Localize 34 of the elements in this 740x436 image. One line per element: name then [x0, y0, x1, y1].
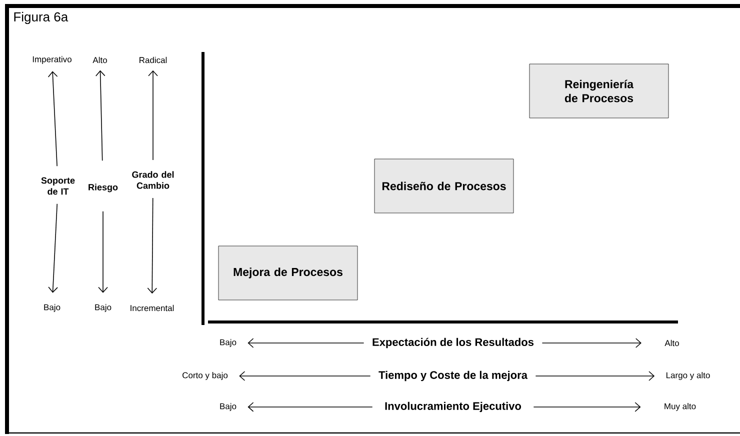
- axis-label: Grado del Cambio: [132, 171, 174, 189]
- scale-label: Alto: [664, 340, 679, 346]
- process-box: Rediseño de Procesos: [374, 158, 514, 214]
- arrow: [533, 402, 641, 412]
- scale-label: Bajo: [95, 304, 112, 312]
- axis-label: Tiempo y Coste de la mejora: [378, 370, 528, 382]
- arrow: [248, 338, 364, 348]
- scale-label: Imperativo: [32, 56, 72, 64]
- axis-label: Involucramiento Ejecutivo: [385, 402, 522, 412]
- arrow: [542, 338, 642, 348]
- scale-label: Largo y alto: [666, 372, 710, 380]
- scale-label: Corto y bajo: [182, 372, 228, 380]
- scale-label: Bajo: [220, 403, 236, 411]
- title: Figura 6a: [14, 12, 68, 24]
- arrow: [48, 203, 58, 293]
- arrow: [535, 371, 655, 381]
- axis-label: Soporte de IT: [41, 177, 75, 195]
- scale-label: Bajo: [220, 339, 236, 347]
- scale-label: Muy alto: [664, 403, 696, 411]
- scale-label: Alto: [92, 56, 107, 64]
- arrow: [48, 71, 58, 167]
- process-box: Mejora de Procesos: [218, 246, 358, 300]
- scale-label: Incremental: [130, 304, 174, 312]
- arrow: [248, 402, 373, 412]
- arrow: [239, 371, 371, 381]
- axis-label: Riesgo: [88, 184, 118, 192]
- scale-label: Radical: [140, 56, 167, 64]
- arrow: [98, 211, 108, 293]
- arrow: [95, 70, 106, 161]
- process-box: Reingeniería de Procesos: [529, 64, 669, 118]
- arrow: [147, 198, 158, 294]
- arrow: [148, 70, 158, 160]
- scale-label: Bajo: [44, 304, 60, 312]
- axis-label: Expectación de los Resultados: [372, 338, 534, 348]
